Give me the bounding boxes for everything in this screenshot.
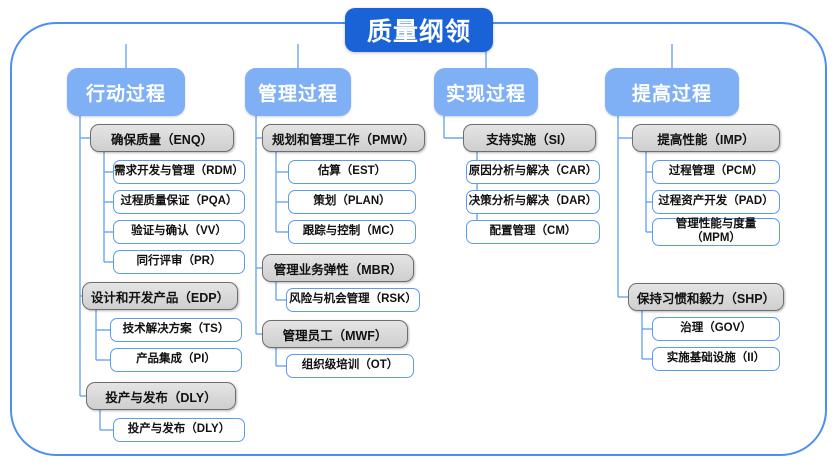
group-box-2-3[interactable]: 管理员工（MWF） <box>262 320 408 348</box>
group-box-3-1[interactable]: 支持实施（SI） <box>463 124 596 152</box>
group-box-1-3[interactable]: 投产与发布（DLY） <box>86 382 236 410</box>
leaf-box-2-1-3[interactable]: 跟踪与控制（MC） <box>288 220 416 244</box>
leaf-box-4-2-2[interactable]: 实施基础设施（II） <box>652 347 780 371</box>
column-header-4: 提高过程 <box>605 68 739 116</box>
leaf-box-2-3-1[interactable]: 组织级培训（OT） <box>286 354 414 378</box>
leaf-box-4-1-1[interactable]: 过程管理（PCM） <box>652 160 780 184</box>
node-text-line: （MPM） <box>691 232 741 244</box>
group-box-1-1[interactable]: 确保质量（ENQ） <box>90 124 234 152</box>
leaf-box-4-1-3[interactable]: 管理性能与度量（MPM） <box>652 218 780 246</box>
leaf-box-4-2-1[interactable]: 治理（GOV） <box>652 317 780 341</box>
leaf-box-1-1-2[interactable]: 过程质量保证（PQA） <box>113 190 245 214</box>
leaf-box-1-2-1[interactable]: 技术解决方案（TS） <box>110 318 242 342</box>
group-box-4-1[interactable]: 提高性能（IMP） <box>632 124 780 152</box>
leaf-box-1-2-2[interactable]: 产品集成（PI） <box>110 348 242 372</box>
group-box-2-2[interactable]: 管理业务弹性（MBR） <box>262 254 414 282</box>
leaf-box-1-3-1[interactable]: 投产与发布（DLY） <box>113 418 245 442</box>
leaf-box-4-1-2[interactable]: 过程资产开发（PAD） <box>652 190 780 214</box>
group-box-4-2[interactable]: 保持习惯和毅力（SHP） <box>628 283 784 311</box>
leaf-box-1-1-1[interactable]: 需求开发与管理（RDM） <box>113 160 245 184</box>
leaf-box-2-1-1[interactable]: 估算（EST） <box>288 160 416 184</box>
leaf-box-3-1-2[interactable]: 决策分析与解决（DAR） <box>466 190 600 214</box>
leaf-box-2-2-1[interactable]: 风险与机会管理（RSK） <box>286 288 420 312</box>
diagram-title: 质量纲领 <box>345 8 493 52</box>
column-header-3: 实现过程 <box>434 68 538 116</box>
column-header-1: 行动过程 <box>67 68 185 116</box>
leaf-box-1-1-4[interactable]: 同行评审（PR） <box>113 250 245 274</box>
group-box-1-2[interactable]: 设计和开发产品（EDP） <box>82 282 238 310</box>
node-text-line: 管理性能与度量 <box>675 218 757 231</box>
column-header-2: 管理过程 <box>245 68 351 116</box>
group-box-2-1[interactable]: 规划和管理工作（PMW） <box>262 124 425 152</box>
leaf-box-1-1-3[interactable]: 验证与确认（VV） <box>113 220 245 244</box>
leaf-box-3-1-3[interactable]: 配置管理（CM） <box>466 220 600 244</box>
leaf-box-3-1-1[interactable]: 原因分析与解决（CAR） <box>466 160 600 184</box>
leaf-box-2-1-2[interactable]: 策划（PLAN） <box>288 190 416 214</box>
